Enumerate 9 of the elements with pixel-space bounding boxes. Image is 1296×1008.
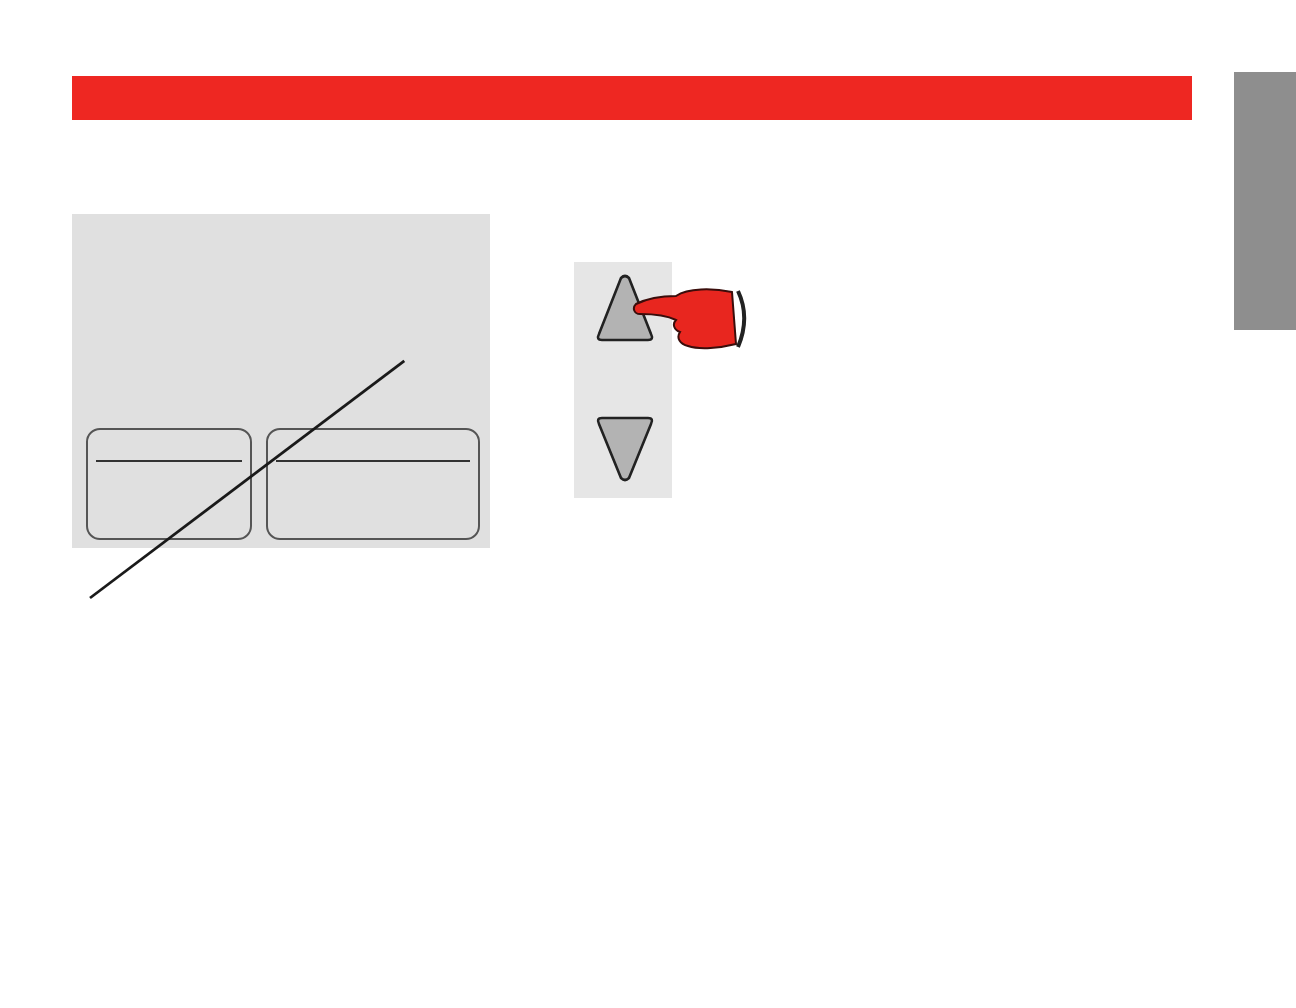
button-panel	[574, 262, 672, 498]
side-tab	[1234, 72, 1296, 330]
leader-line	[89, 359, 406, 600]
display-window	[266, 428, 480, 540]
down-arrow-button	[596, 416, 654, 482]
up-arrow-button	[596, 274, 654, 342]
display-window	[86, 428, 252, 540]
display-panel	[72, 214, 490, 548]
header-bar	[72, 76, 1192, 120]
